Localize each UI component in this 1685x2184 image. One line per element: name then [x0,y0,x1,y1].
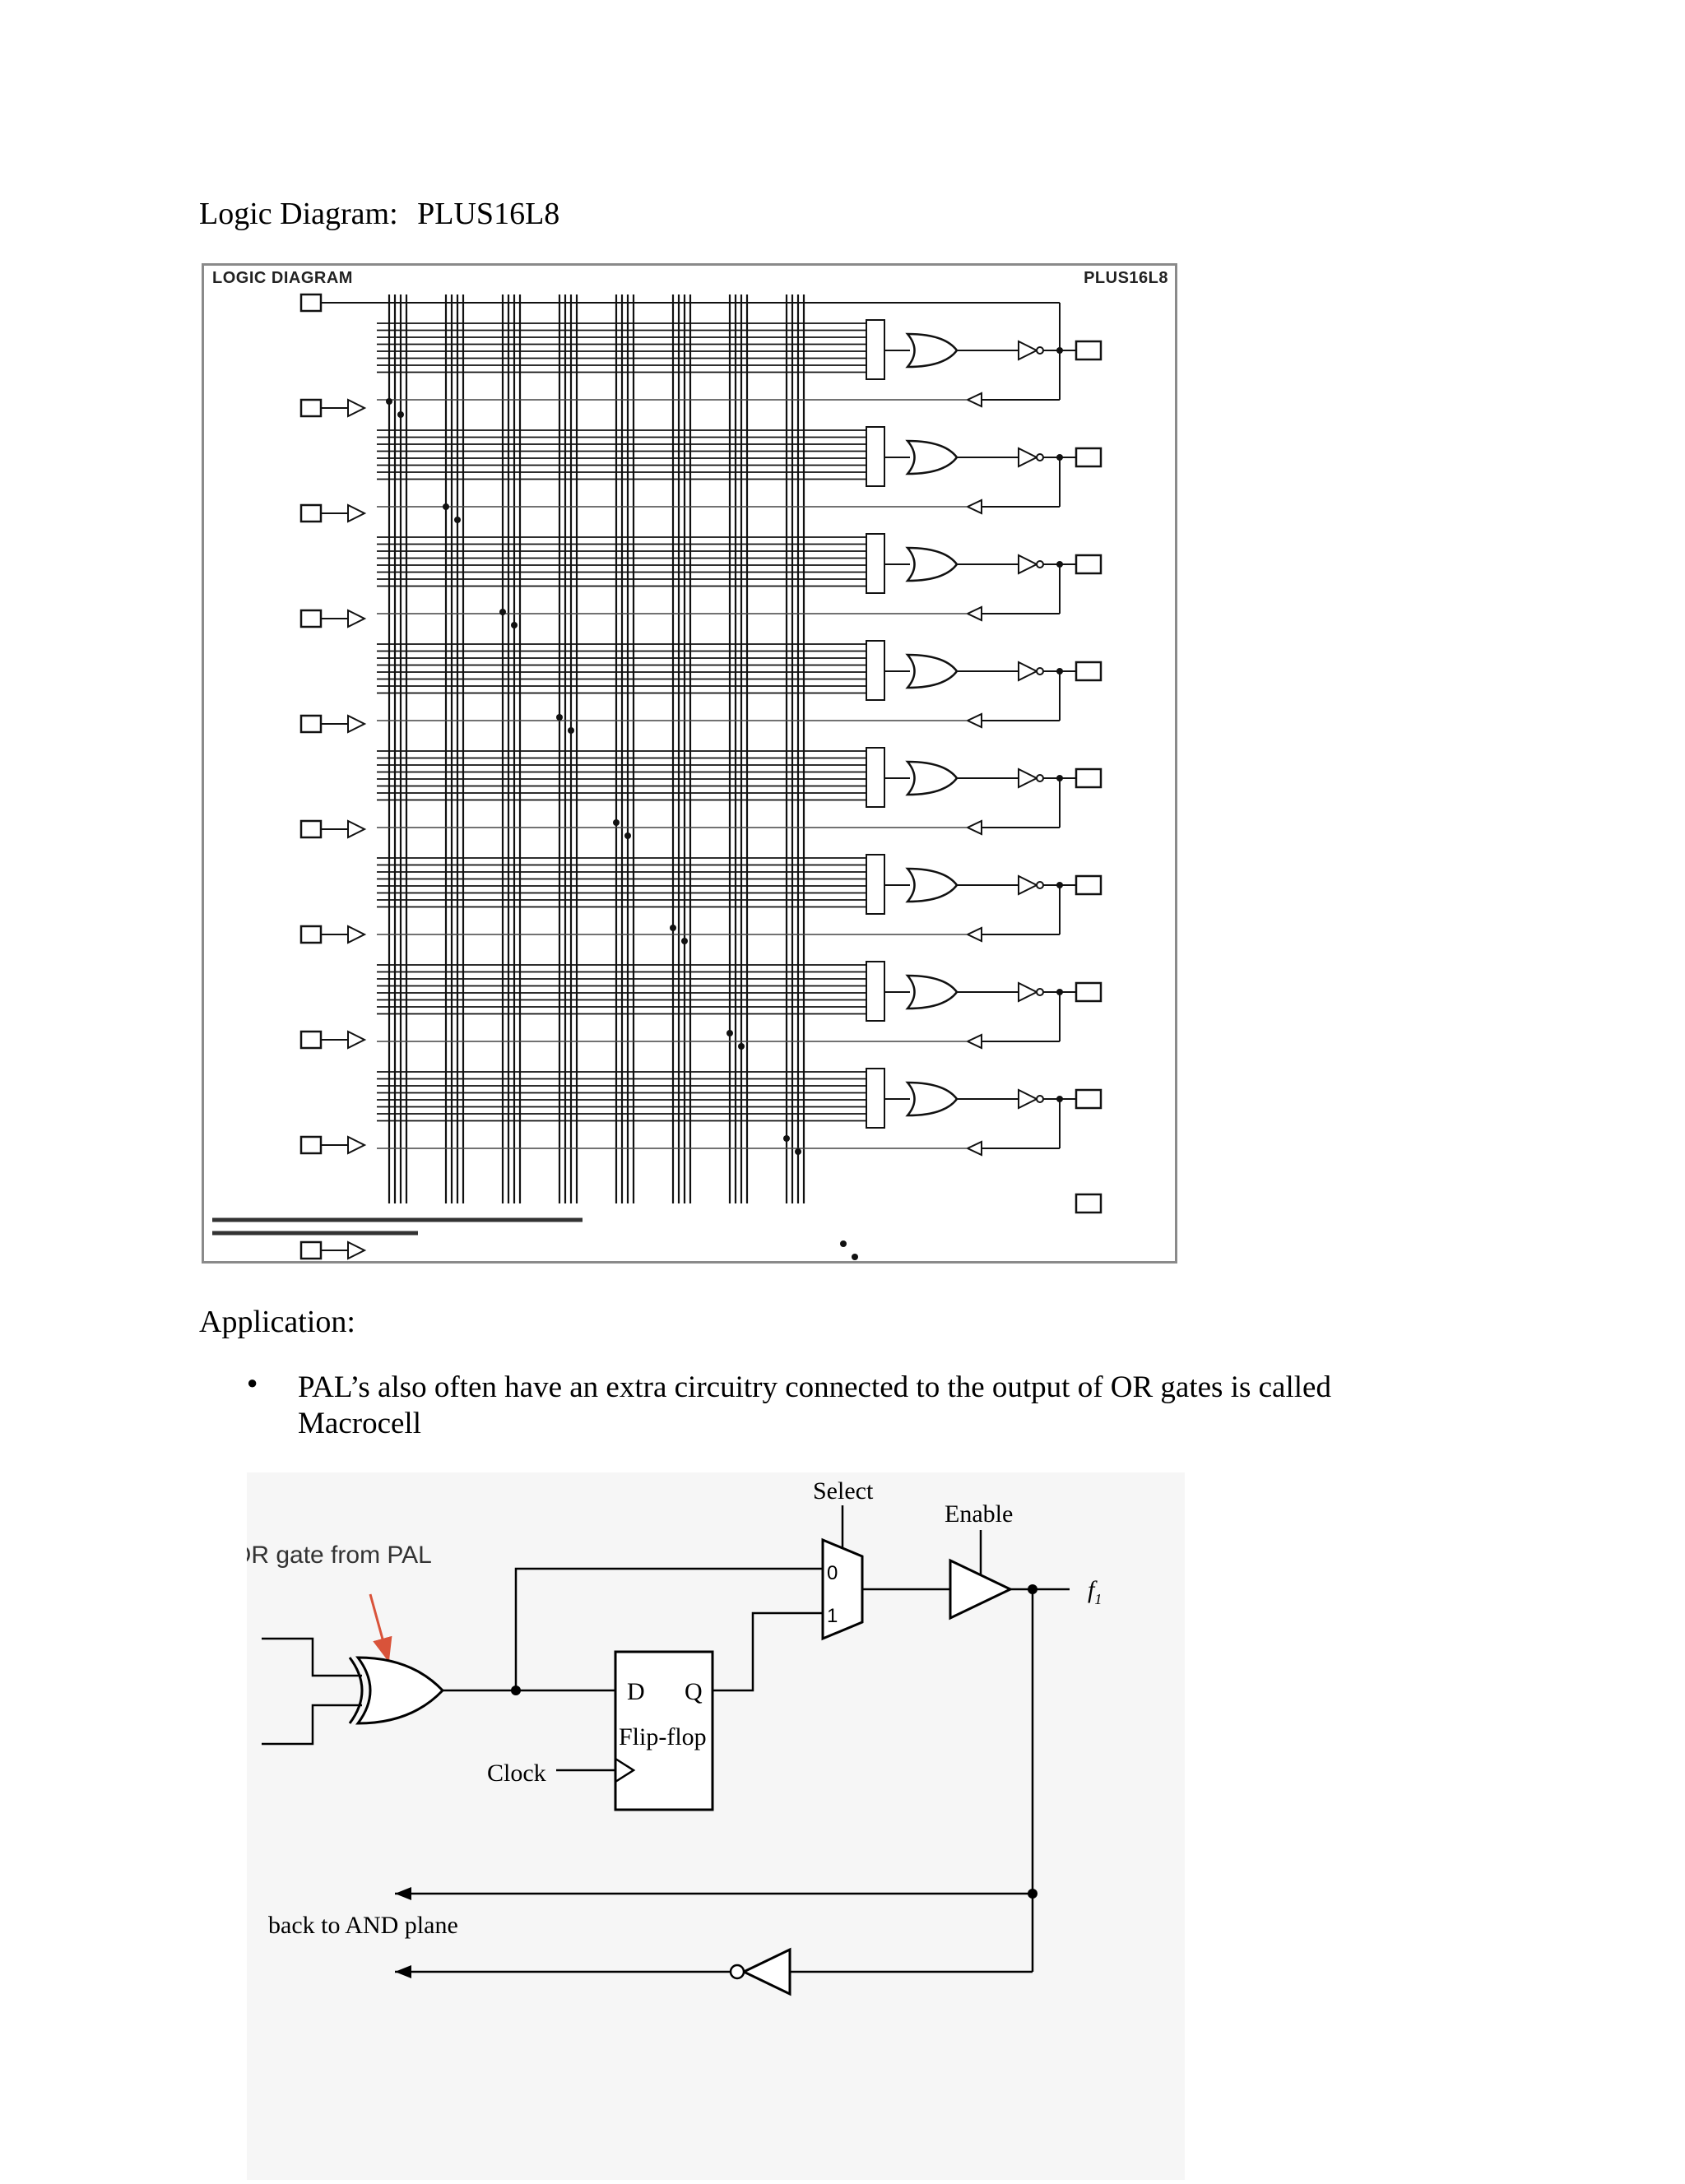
or-gate-symbol [905,867,959,903]
heading-part: PLUS16L8 [417,197,560,231]
application-label: Application: [199,1305,355,1339]
macrocell-schematic: OR gate from PAL D Q Flip-flop Clock 0 1… [232,1477,1102,1996]
and-gate-stack [866,854,885,915]
input-pin-box [299,1240,323,1260]
or-gate-symbol [905,653,959,689]
input-pin-box [299,609,323,628]
and-gate-stack [866,961,885,1022]
output-pin-box [1075,1193,1102,1214]
output-pin-box [1075,447,1102,468]
feedback-label: back to AND plane [268,1912,458,1939]
logic-diagram-figure: LOGIC DIAGRAM PLUS16L8 [202,263,1177,1264]
and-gate-stack [866,426,885,487]
and-gate-stack [866,1068,885,1129]
or-gate-symbol [905,439,959,475]
input-buffer-icon [347,609,367,628]
input-buffer-icon [347,819,367,839]
macrocell-figure: OR gate from PAL D Q Flip-flop Clock 0 1… [232,1472,1185,2180]
logic-diagram-title: LOGIC DIAGRAM [212,269,353,287]
or-gate-symbol [905,332,959,369]
input-buffer-icon [347,398,367,418]
input-buffer-icon [347,925,367,944]
input-buffer-icon [347,1030,367,1050]
input-buffer-icon [347,714,367,734]
input-pin-box [299,293,323,313]
bypass-wire [514,1567,823,1690]
feedback-buffer-icon [965,712,982,729]
or-gate-symbol [905,1081,959,1117]
logic-diagram-schematic [212,293,1102,1260]
input-pin-box [299,1135,323,1155]
feedback-buffer-icon [965,392,982,408]
output-pin-box [1075,874,1102,896]
feedback-buffer-icon [965,926,982,943]
and-gate-stack [866,747,885,808]
feedback-buffer-icon [965,1033,982,1050]
input-pin-box [299,398,323,418]
or-input-bottom-wire [262,1704,362,1746]
or-gate-symbol [905,546,959,582]
input-buffer-icon [347,503,367,523]
output-pin-box [1075,1088,1102,1110]
flip-flop-box [614,1650,714,1811]
and-gate-stack [866,533,885,594]
output-buffer-icon [1018,661,1039,682]
input-pin-box [299,925,323,944]
input-buffer-icon [347,1240,367,1260]
clock-triangle [615,1757,636,1783]
and-gate-stack [866,640,885,701]
output-buffer-icon [1018,447,1039,468]
output-buffer-icon [1018,340,1039,361]
input-pin-box [299,714,323,734]
input-buffer-icon [347,1135,367,1155]
clock-label: Clock [487,1760,546,1787]
feedback-buffer-icon [965,605,982,622]
output-label: f1 [1088,1576,1102,1607]
output-buffer-icon [1018,981,1039,1003]
ff-name-label: Flip-flop [619,1723,707,1750]
select-label: Select [813,1477,874,1505]
input-pin-box [299,503,323,523]
enable-label: Enable [945,1500,1013,1528]
output-buffer-icon [1018,767,1039,789]
output-pin-box [1075,981,1102,1003]
and-gate-stack [866,319,885,380]
or-gate-symbol [905,974,959,1010]
or-gate-label: OR gate from PAL [247,1542,432,1569]
input-pin-box [299,819,323,839]
mux-input-0: 0 [827,1562,838,1584]
feedback-buffer-icon [965,1140,982,1157]
or-gate-symbol [905,760,959,796]
output-pin-box [1075,554,1102,575]
output-pin-box [1075,661,1102,682]
or-gate-symbol [355,1656,445,1725]
application-bullet-text: PAL’s also often have an extra circuitry… [298,1370,1331,1440]
feedback-buffer-icon [965,498,982,515]
input-pin-box [299,1030,323,1050]
mux-symbol [821,1537,864,1641]
ff-q-label: Q [685,1678,703,1705]
output-buffer-icon [1018,1088,1039,1110]
bullet-dot: ● [247,1372,258,1393]
output-buffer-icon [1018,554,1039,575]
q-to-mux-wire [713,1611,823,1692]
feedback-buffer-icon [965,819,982,836]
logic-diagram-part: PLUS16L8 [1084,269,1168,287]
output-buffer-icon [1018,874,1039,896]
or-gate-arrow [369,1593,392,1662]
heading-label: Logic Diagram: [199,197,398,231]
output-pin-box [1075,767,1102,789]
ff-d-label: D [627,1678,645,1705]
output-pin-box [1075,340,1102,361]
mux-input-1: 1 [827,1605,838,1627]
page-heading: Logic Diagram: PLUS16L8 [199,196,571,232]
or-input-top-wire [262,1637,362,1677]
feedback-inverter [740,1947,791,1996]
